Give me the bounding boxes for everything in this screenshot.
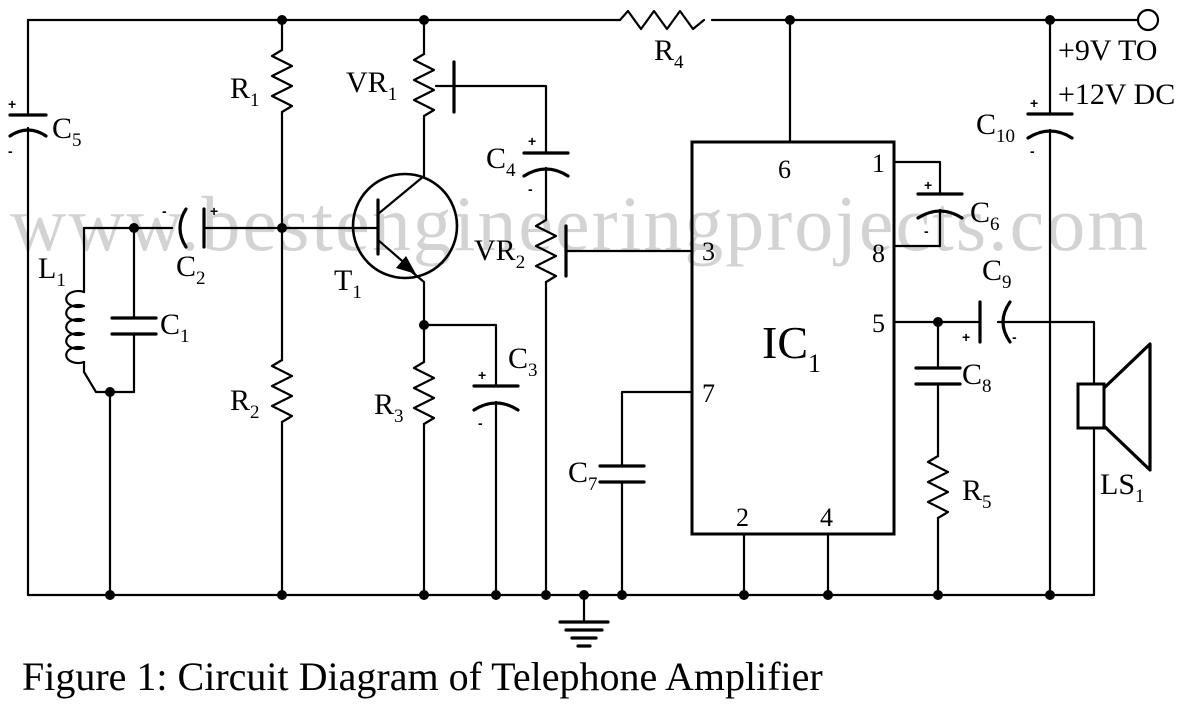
svg-text:+: + <box>924 177 932 193</box>
supply-terminal <box>1136 8 1160 32</box>
capacitor-c3 <box>422 323 520 597</box>
junction-dots <box>105 15 1055 600</box>
svg-text:-: - <box>8 143 13 159</box>
svg-text:-: - <box>1030 143 1035 159</box>
ic1-pin-numbers: 1 2 3 4 5 6 7 8 <box>702 149 885 532</box>
label-c3: C3 <box>508 342 538 381</box>
capacitor-c10 <box>1026 18 1074 597</box>
ground-symbol <box>558 593 610 648</box>
capacitor-c4 <box>522 151 570 222</box>
top-rail <box>26 8 1160 32</box>
svg-text:+: + <box>478 367 486 383</box>
ic1-label: IC1 <box>762 317 821 378</box>
svg-text:-: - <box>1012 329 1017 345</box>
label-r2: R2 <box>230 384 260 423</box>
label-ls1: LS1 <box>1100 468 1145 507</box>
svg-text:8: 8 <box>872 239 885 268</box>
svg-text:5: 5 <box>872 309 885 338</box>
resistor-r5 <box>926 454 950 597</box>
label-c2: C2 <box>176 250 206 289</box>
capacitor-c8 <box>914 320 962 458</box>
potentiometer-vr1 <box>412 18 548 155</box>
capacitor-c5 <box>8 18 48 597</box>
label-vr1: VR1 <box>346 66 397 105</box>
transistor-t1 <box>351 128 459 327</box>
polarity-marks: + - - + + - + - + - + - + - <box>8 95 1038 431</box>
capacitor-c6 <box>892 160 964 248</box>
label-c4: C4 <box>486 142 516 181</box>
label-r1: R1 <box>230 72 260 111</box>
label-c1: C1 <box>160 308 190 347</box>
svg-text:-: - <box>162 203 167 219</box>
svg-text:+: + <box>528 133 536 149</box>
svg-text:4: 4 <box>820 503 833 532</box>
speaker-ls1 <box>1076 342 1152 597</box>
svg-text:-: - <box>528 181 533 197</box>
label-c10: C10 <box>976 108 1015 147</box>
label-l1: L1 <box>38 252 66 291</box>
svg-text:3: 3 <box>702 237 715 266</box>
resistor-r2 <box>270 226 294 597</box>
capacitor-c7 <box>598 390 694 597</box>
potentiometer-vr2 <box>534 218 694 597</box>
svg-text:6: 6 <box>778 155 791 184</box>
capacitor-c2 <box>132 207 380 249</box>
ic1-body <box>690 140 896 536</box>
supply-label-line2: +12V DC <box>1058 78 1175 111</box>
capacitor-c1 <box>110 226 158 394</box>
svg-text:7: 7 <box>702 379 715 408</box>
label-c7: C7 <box>568 456 598 495</box>
component-labels: C5 L1 C1 C2 R1 R2 T1 VR1 C4 VR2 R3 C3 R4… <box>38 34 1145 513</box>
label-c6: C6 <box>970 196 1000 235</box>
supply-label-line1: +9V TO <box>1058 34 1157 67</box>
svg-text:2: 2 <box>736 503 749 532</box>
label-r5: R5 <box>962 474 992 513</box>
svg-text:1: 1 <box>872 149 885 178</box>
label-t1: T1 <box>334 264 362 303</box>
svg-text:+: + <box>210 203 218 219</box>
svg-text:-: - <box>478 415 483 431</box>
label-c8: C8 <box>962 358 992 397</box>
svg-text:+: + <box>8 96 16 112</box>
capacitor-c9 <box>892 300 1096 386</box>
resistor-r4 <box>618 9 706 31</box>
svg-text:+: + <box>962 329 970 345</box>
label-c5: C5 <box>52 112 82 151</box>
label-vr2: VR2 <box>474 234 525 273</box>
svg-text:-: - <box>924 223 929 239</box>
label-r3: R3 <box>374 388 404 427</box>
label-r4: R4 <box>654 34 684 73</box>
resistor-r3 <box>412 323 436 597</box>
svg-text:+: + <box>1030 95 1038 111</box>
figure-caption: Figure 1: Circuit Diagram of Telephone A… <box>22 654 823 699</box>
label-c9: C9 <box>982 254 1012 293</box>
